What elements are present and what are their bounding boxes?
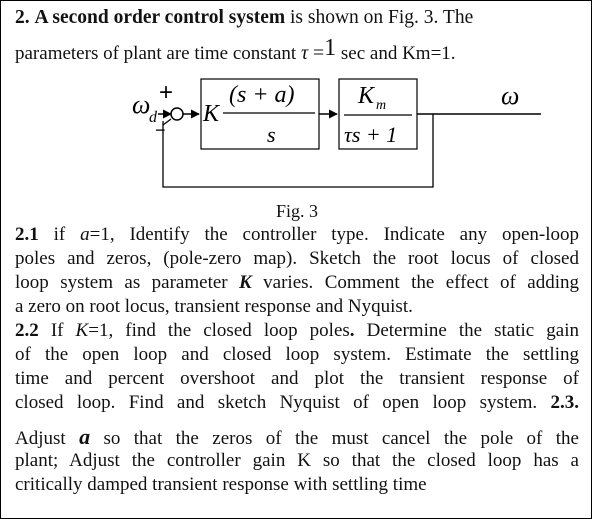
controller-gain: K (202, 101, 221, 127)
q22-line-2: of the open loop and closed loop system.… (15, 344, 579, 365)
problem-parameters: parameters of plant are time constant τ … (15, 36, 579, 65)
parameters-text: parameters of plant are time constant (15, 43, 301, 64)
tau-symbol: τ (300, 42, 309, 64)
controller-denominator: s (267, 122, 276, 147)
q21-line-4: a zero on root locus, transient response… (15, 296, 413, 317)
q21-number: 2.1 (15, 224, 39, 245)
input-omega: ω (132, 90, 150, 119)
q23-line-1: Adjust a so that the zeros of the must c… (15, 424, 579, 450)
q23-line-2: plant; Adjust the controller gain K so t… (15, 450, 579, 471)
tau-equals: = (312, 42, 325, 64)
q21-line-2: poles and zeros, (pole-zero map). Sketch… (15, 248, 579, 269)
tau-value: 1 (324, 35, 337, 61)
problem-title: A second order control system (34, 7, 286, 28)
q22-number: 2.2 (15, 320, 39, 341)
input-subscript: d (149, 109, 158, 126)
q21-line-1-text: if a=1, Identify the controller type. In… (38, 224, 579, 245)
q21-line-3: loop system as parameter K varies. Comme… (15, 272, 579, 293)
q22-line-4: closed loop. Find and sketch Nyquist of … (15, 392, 579, 414)
parameters-units: sec and Km=1. (340, 43, 456, 64)
q22-line-4-text: closed loop. Find and sketch Nyquist of … (15, 392, 538, 413)
summing-junction (170, 107, 184, 121)
feedback-arrow (162, 118, 172, 126)
figure-caption: Fig. 3 (275, 201, 318, 221)
problem-heading-rest: is shown on Fig. 3. The (285, 7, 474, 28)
q21-line-1: 2.1 if a=1, Identify the controller type… (15, 224, 579, 246)
plus-sign: + (159, 79, 173, 106)
q22-line-1: 2.2 If K=1, find the closed loop poles. … (15, 320, 579, 341)
q23-line-3: critically damped transient response wit… (15, 474, 427, 495)
plant-numerator-subscript: m (376, 98, 386, 113)
q22-line-3: time and percent overshoot and plot the … (15, 368, 579, 389)
problem-heading: 2. A second order control system is show… (15, 7, 579, 29)
plant-numerator: K (357, 83, 376, 109)
block-diagram: ω d + − K (s + a) s K m τs + 1 ω (132, 78, 541, 188)
plant-denominator: τs + 1 (344, 122, 397, 147)
minus-sign: − (155, 120, 166, 140)
feedback-path (162, 114, 434, 188)
output-omega: ω (501, 81, 519, 110)
problem-number: 2. (15, 7, 30, 28)
controller-numerator: (s + a) (229, 82, 295, 108)
q23-number: 2.3. (550, 392, 580, 413)
